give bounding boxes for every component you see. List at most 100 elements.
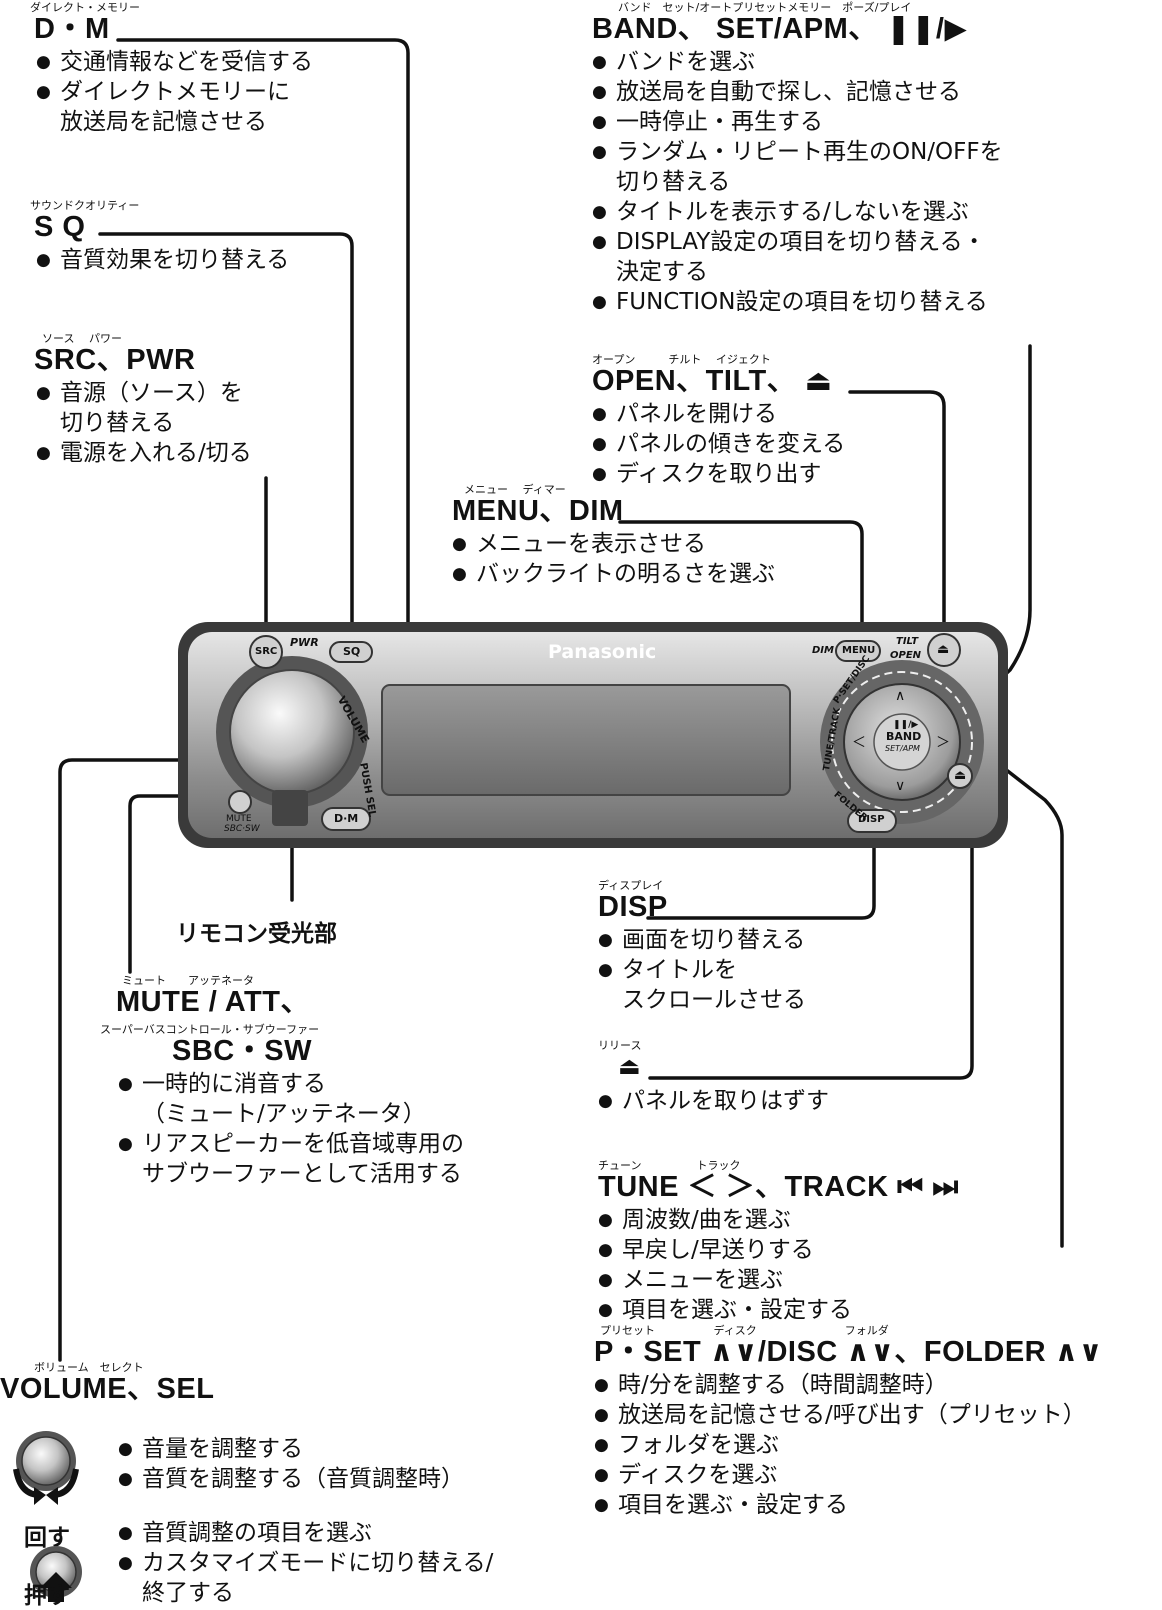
rotate-list: 音量を調整する 音質を調整する（音質調整時） [118, 1434, 464, 1494]
src-ruby: ソース パワー [42, 332, 122, 345]
disp-title: DISP [598, 891, 668, 923]
set-apm-label: SET/APM [885, 744, 920, 753]
band-title: BAND、 SET/APM、 ❚❚/▶ [592, 13, 968, 45]
volume-knob [229, 669, 355, 795]
mute-label: MUTE [226, 814, 252, 824]
open-title: OPEN、TILT、 ⏏ [592, 365, 833, 397]
pwr-label: PWR [290, 636, 319, 649]
release-block: リリース ⏏ パネルを取りはずす [598, 1040, 829, 1116]
menu-list: メニューを表示させる バックライトの明るさを選ぶ [452, 529, 775, 589]
disp-button-label[interactable]: DISP [858, 814, 885, 825]
open-list: パネルを開ける パネルの傾きを変える ディスクを取り出す [592, 399, 845, 489]
src-button-label[interactable]: SRC [255, 646, 278, 657]
list-item: タイトルを スクロールさせる [598, 955, 806, 1015]
list-item: パネルを取りはずす [598, 1086, 829, 1116]
list-item: 電源を入れる/切る [36, 438, 252, 468]
brand-logo: Panasonic [548, 641, 657, 663]
pset-block: プリセット ディスク フォルダ P・SET ∧∨/DISC ∧∨、FOLDER … [594, 1325, 1103, 1520]
release-icon[interactable]: ⏏ [954, 768, 967, 783]
list-item: リアスピーカーを低音域専用の サブウーファーとして活用する [118, 1129, 464, 1189]
list-item: 音量を調整する [118, 1434, 464, 1464]
band-block: バンド セット/オートプリセットメモリー ポーズ/プレイ BAND、 SET/A… [592, 2, 1003, 317]
line-mute [128, 794, 240, 974]
menu-ruby: メニュー ディマー [464, 483, 566, 496]
list-item: 早戻し/早送りする [598, 1235, 959, 1265]
menu-button-label[interactable]: MENU [842, 645, 876, 656]
dm-block: ダイレクト・メモリー D・M 交通情報などを受信する ダイレクトメモリーに 放送… [8, 2, 313, 137]
line-open [848, 390, 946, 642]
list-item: パネルを開ける [592, 399, 845, 429]
sq-list: 音質効果を切り替える [36, 245, 289, 275]
list-item: バンドを選ぶ [592, 47, 1003, 77]
mute-title: MUTE / ATT、 [116, 986, 310, 1018]
list-item: 周波数/曲を選ぶ [598, 1205, 959, 1235]
src-title: SRC、PWR [34, 344, 196, 376]
open-label: OPEN [890, 650, 922, 661]
line-volume [58, 758, 270, 1362]
mute-list: 一時的に消音する （ミュート/アッテネータ） リアスピーカーを低音域専用の サブ… [118, 1069, 464, 1189]
mute-ruby: ミュート アッテネータ [122, 974, 254, 987]
release-list: パネルを取りはずす [598, 1086, 829, 1116]
tune-block: チューン トラック TUNE ＜ ＞、TRACK ⏮ ⏭ 周波数/曲を選ぶ 早戻… [598, 1160, 959, 1325]
band-pause-play-icon[interactable]: ❚❚/▶ [893, 720, 919, 730]
line-sq [98, 232, 354, 652]
tilt-label: TILT [896, 636, 919, 647]
display-screen [381, 684, 791, 796]
list-item: ダイレクトメモリーに 放送局を記憶させる [36, 77, 313, 137]
dm-list: 交通情報などを受信する ダイレクトメモリーに 放送局を記憶させる [36, 47, 313, 137]
list-item: タイトルを表示する/しないを選ぶ [592, 197, 1003, 227]
list-item: 音源（ソース）を 切り替える [36, 378, 252, 438]
push-knob-icon [30, 1546, 82, 1602]
mute-button [228, 790, 252, 814]
sbc-sw-label: SBC·SW [224, 824, 260, 834]
pad-left-icon[interactable]: ＜ [852, 735, 866, 751]
line-release [648, 778, 974, 1080]
push-list: 音質調整の項目を選ぶ カスタマイズモードに切り替える/ 終了する [118, 1518, 493, 1608]
dm-button [321, 807, 371, 831]
dm-button-label[interactable]: D·M [334, 812, 359, 825]
eject-button [927, 633, 961, 667]
sq-ruby: サウンドクオリティー [30, 199, 140, 212]
pad-right-icon[interactable]: ＞ [936, 735, 950, 751]
pset-list: 時/分を調整する（時間調整時） 放送局を記憶させる/呼び出す（プリセット） フォ… [594, 1370, 1103, 1520]
sbc-ruby: スーパーバスコントロール・サブウーファー [100, 1023, 320, 1036]
pset-ruby: プリセット ディスク フォルダ [600, 1324, 889, 1337]
list-item: 音質調整の項目を選ぶ [118, 1518, 493, 1548]
pad-down-icon[interactable]: ∨ [895, 778, 906, 794]
sq-title: S Q [34, 211, 86, 243]
list-item: 項目を選ぶ・設定する [598, 1295, 959, 1325]
line-band [938, 344, 1032, 737]
eject-button-label[interactable]: ⏏ [937, 642, 950, 657]
list-item: FUNCTION設定の項目を切り替える [592, 287, 1003, 317]
sq-block: サウンドクオリティー S Q 音質効果を切り替える [8, 200, 289, 275]
list-item: 時/分を調整する（時間調整時） [594, 1370, 1103, 1400]
band-list: バンドを選ぶ 放送局を自動で探し、記憶させる 一時停止・再生する ランダム・リピ… [592, 47, 1003, 317]
tune-ruby: チューン トラック [598, 1159, 741, 1172]
band-ruby: バンド セット/オートプリセットメモリー ポーズ/プレイ [618, 1, 912, 14]
disp-block: ディスプレイ DISP 画面を切り替える タイトルを スクロールさせる [598, 880, 806, 1015]
list-item: バックライトの明るさを選ぶ [452, 559, 775, 589]
release-panel-icon: ⏏ [618, 1052, 641, 1080]
list-item: 項目を選ぶ・設定する [594, 1490, 1103, 1520]
mute-block: ミュート アッテネータ MUTE / ATT、 スーパーバスコントロール・サブウ… [100, 975, 464, 1189]
line-menu [618, 520, 864, 647]
rotate-knob-icon [13, 1431, 79, 1505]
list-item: 放送局を記憶させる/呼び出す（プリセット） [594, 1400, 1103, 1430]
list-item: DISPLAY設定の項目を切り替える・ 決定する [592, 227, 1003, 287]
list-item: ディスクを選ぶ [594, 1460, 1103, 1490]
list-item: 一時的に消音する （ミュート/アッテネータ） [118, 1069, 464, 1129]
release-button [947, 763, 973, 789]
sq-button [329, 641, 373, 663]
sq-button-label[interactable]: SQ [343, 645, 361, 658]
menu-block: メニュー ディマー MENU、DIM メニューを表示させる バックライトの明るさ… [452, 484, 775, 589]
pad-up-icon[interactable]: ∧ [895, 688, 906, 704]
sbc-title: SBC・SW [172, 1035, 312, 1067]
disp-button [847, 809, 897, 833]
list-item: 交通情報などを受信する [36, 47, 313, 77]
remote-sensor-label: リモコン受光部 [176, 921, 337, 947]
release-ruby: リリース [598, 1039, 642, 1052]
band-button-label[interactable]: BAND [886, 730, 922, 743]
list-item: カスタマイズモードに切り替える/ 終了する [118, 1548, 493, 1608]
dm-ruby: ダイレクト・メモリー [30, 1, 140, 14]
